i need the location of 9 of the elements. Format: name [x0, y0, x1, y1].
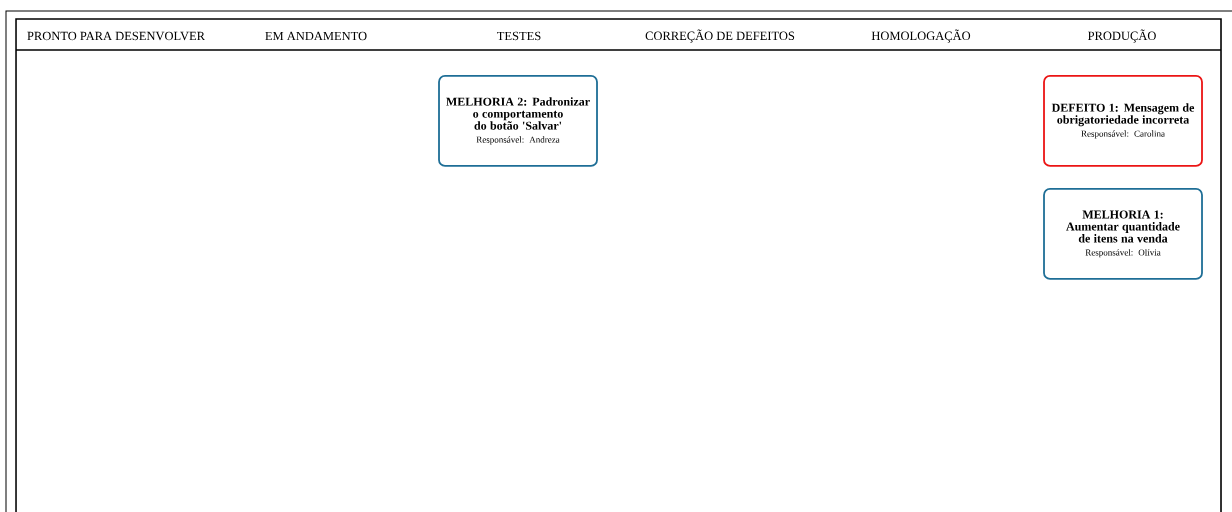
column-header: CORREÇÃO DE DEFEITOS: [645, 29, 795, 43]
task-card: MELHORIA 1: Aumentar quantidade de itens na venda Responsável: Olívia: [1043, 188, 1203, 280]
task-card: MELHORIA 2: Padronizar o comportamento do botão 'Salvar' Responsável: Andreza: [438, 75, 598, 167]
task-card: DEFEITO 1: Mensagem de obrigatoriedade incorreta Responsável: Carolina: [1043, 75, 1203, 167]
column-header: PRONTO PARA DESENVOLVER: [27, 31, 205, 41]
column-header: HOMOLOGAÇÃO: [871, 29, 971, 43]
column-header: EM ANDAMENTO: [265, 31, 367, 41]
column-header: PRODUÇÃO: [1088, 29, 1156, 43]
column-header: TESTES: [497, 31, 541, 41]
